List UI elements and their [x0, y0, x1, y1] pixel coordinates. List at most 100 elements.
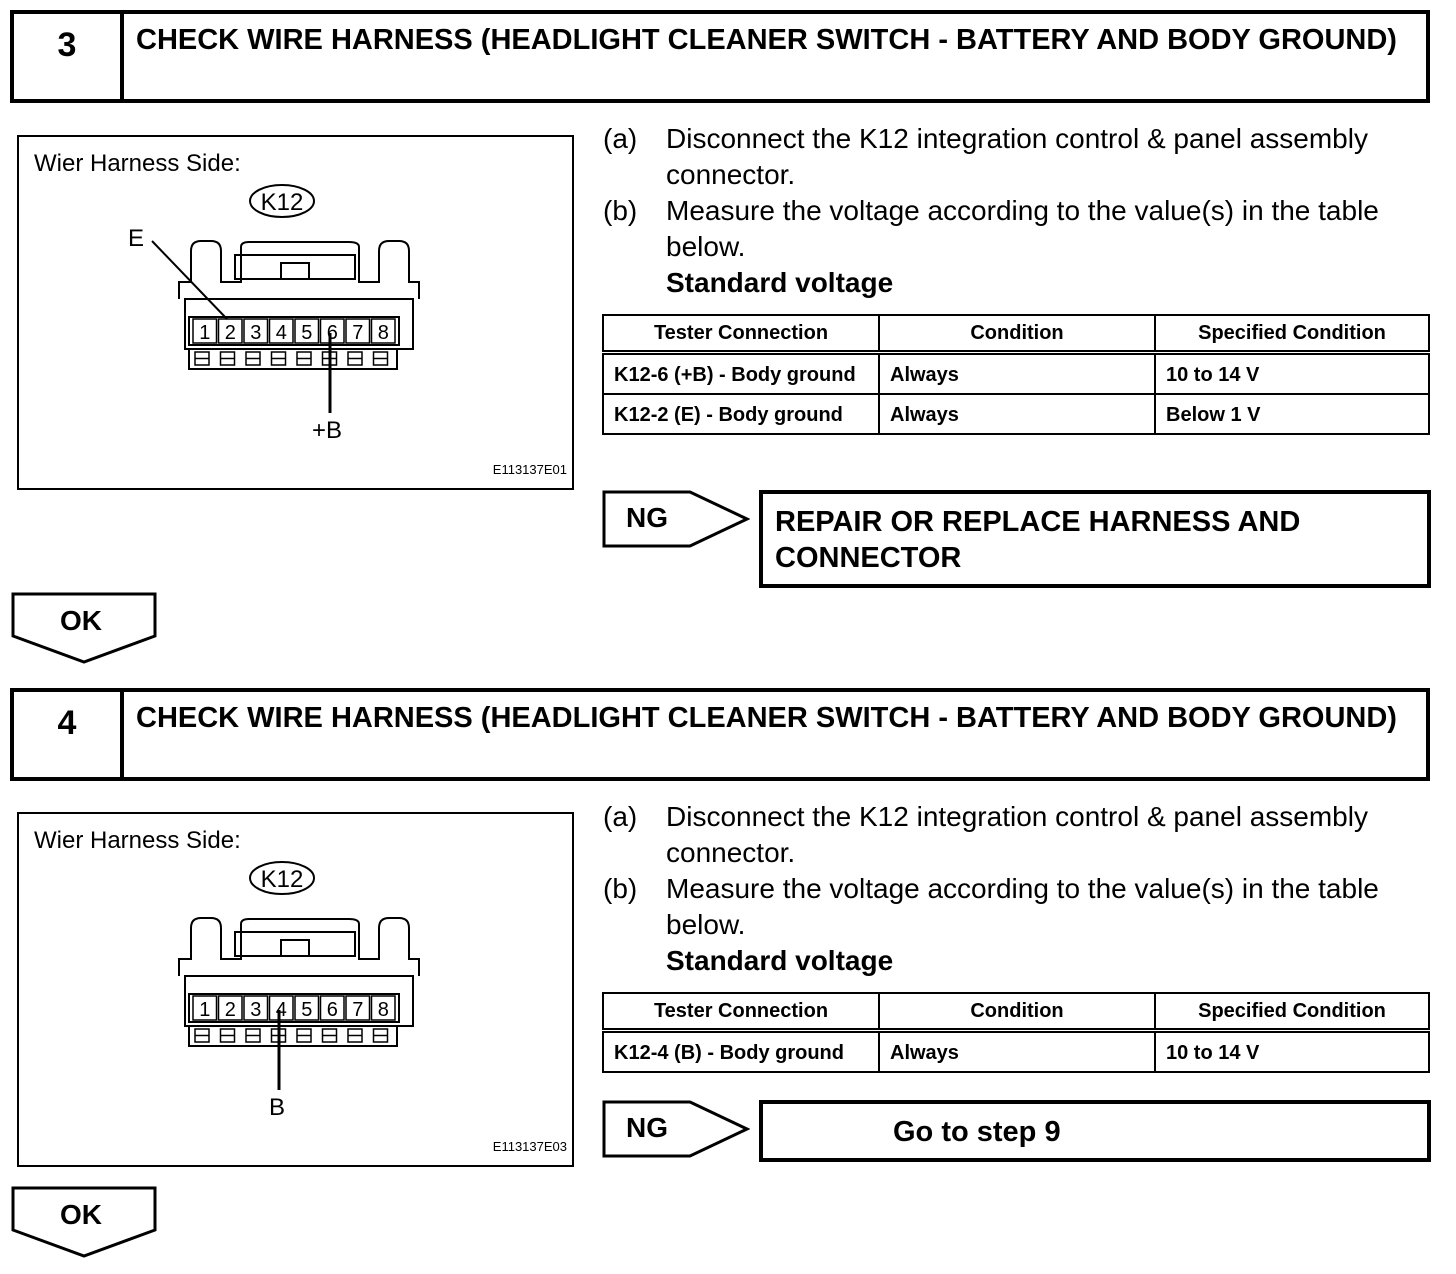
pin-cell	[192, 318, 218, 344]
pin-number: 6	[327, 999, 338, 1021]
table-header: Tester Connection	[602, 314, 880, 355]
pin-cell	[217, 995, 243, 1021]
ng-label: NG	[626, 1112, 668, 1143]
step-title: CHECK WIRE HARNESS (HEADLIGHT CLEANER SW…	[136, 24, 1397, 56]
ok-label: OK	[60, 605, 102, 636]
connector-id-circle	[249, 861, 315, 895]
connector-id-circle	[249, 184, 315, 218]
pin-number: 1	[199, 999, 210, 1021]
table-header: Specified Condition	[1154, 992, 1430, 1033]
side-label: Wier Harness Side:	[34, 827, 241, 854]
pin-number: 8	[378, 322, 389, 344]
connector-id: K12	[261, 189, 304, 216]
pin-cell	[268, 318, 294, 344]
instruction-text: Disconnect the K12 integration control &…	[666, 801, 1368, 868]
callout-plus-b: +B	[312, 417, 342, 444]
table-row: K12-4 (B) - Body ground Always 10 to 14 …	[602, 1029, 1430, 1073]
figure-code: E113137E01	[493, 462, 567, 477]
spec-table: Tester Connection Condition Specified Co…	[602, 992, 1430, 1073]
pin-number: 4	[276, 322, 287, 344]
table-header-row: Tester Connection Condition Specified Co…	[602, 992, 1430, 1033]
step-number: 3	[14, 14, 124, 99]
pin-cell	[370, 995, 396, 1021]
step-title: CHECK WIRE HARNESS (HEADLIGHT CLEANER SW…	[136, 702, 1397, 734]
instruction-item: (a) Disconnect the K12 integration contr…	[603, 799, 1433, 871]
pin-cell	[345, 318, 371, 344]
instruction-item: (a) Disconnect the K12 integration contr…	[603, 121, 1433, 193]
instruction-text: Measure the voltage according to the val…	[666, 873, 1379, 940]
table-cell: K12-6 (+B) - Body ground	[602, 351, 880, 395]
figure-code: E113137E03	[493, 1139, 567, 1154]
pin-cell	[294, 995, 320, 1021]
callout-line-e	[151, 240, 228, 320]
ng-label: NG	[626, 502, 668, 533]
instruction-item: (b) Measure the voltage according to the…	[603, 193, 1433, 265]
pin-number: 5	[301, 999, 312, 1021]
instruction-text: Measure the voltage according to the val…	[666, 195, 1379, 262]
table-cell: K12-4 (B) - Body ground	[602, 1029, 880, 1073]
step-number: 4	[14, 692, 124, 777]
table-cell: Always	[878, 393, 1156, 435]
ng-arrow-icon	[602, 490, 750, 548]
ng-result-box: REPAIR OR REPLACE HARNESS AND CONNECTOR	[759, 490, 1431, 588]
pin-cell	[243, 318, 269, 344]
instruction-label: (b)	[603, 873, 638, 904]
pin-number: 6	[327, 322, 338, 344]
pin-number: 1	[199, 322, 210, 344]
pin-number: 7	[352, 999, 363, 1021]
ok-label: OK	[60, 1199, 102, 1230]
pin-cell	[294, 318, 320, 344]
pin-cell	[192, 995, 218, 1021]
table-header: Tester Connection	[602, 992, 880, 1033]
connector-body	[178, 240, 420, 370]
callout-e: E	[128, 225, 144, 252]
standard-label: Standard voltage	[666, 945, 894, 976]
pin-number: 8	[378, 999, 389, 1021]
callout-b: B	[269, 1094, 285, 1121]
pin-number: 5	[301, 322, 312, 344]
standard-label: Standard voltage	[666, 267, 894, 298]
pin-cell	[319, 995, 345, 1021]
table-header-row: Tester Connection Condition Specified Co…	[602, 314, 1430, 355]
ok-arrow-icon	[11, 1186, 157, 1258]
instruction-item: (b) Measure the voltage according to the…	[603, 871, 1433, 943]
pin-cell	[319, 318, 345, 344]
table-cell: 10 to 14 V	[1154, 1029, 1430, 1073]
pin-cell	[345, 995, 371, 1021]
instruction-label: (b)	[603, 195, 638, 226]
ng-result-box: Go to step 9	[759, 1100, 1431, 1162]
step-3-header: 3 CHECK WIRE HARNESS (HEADLIGHT CLEANER …	[10, 10, 1430, 103]
pin-cell	[268, 995, 294, 1021]
instruction-label: (a)	[603, 123, 638, 154]
spec-table: Tester Connection Condition Specified Co…	[602, 314, 1430, 435]
table-cell: 10 to 14 V	[1154, 351, 1430, 395]
connector-body	[178, 917, 420, 1047]
table-row: K12-2 (E) - Body ground Always Below 1 V	[602, 393, 1430, 435]
table-cell: Always	[878, 1029, 1156, 1073]
instruction-list: (a) Disconnect the K12 integration contr…	[603, 799, 1433, 979]
side-label: Wier Harness Side:	[34, 150, 241, 177]
step-4-header: 4 CHECK WIRE HARNESS (HEADLIGHT CLEANER …	[10, 688, 1430, 781]
ok-arrow-icon	[11, 592, 157, 664]
instruction-label: (a)	[603, 801, 638, 832]
pin-number: 3	[250, 999, 261, 1021]
table-cell: K12-2 (E) - Body ground	[602, 393, 880, 435]
pin-cell	[370, 318, 396, 344]
pin-cell	[217, 318, 243, 344]
instruction-text: Disconnect the K12 integration control &…	[666, 123, 1368, 190]
table-cell: Below 1 V	[1154, 393, 1430, 435]
table-header: Specified Condition	[1154, 314, 1430, 355]
pin-number: 3	[250, 322, 261, 344]
pin-number: 2	[225, 999, 236, 1021]
pin-cell	[243, 995, 269, 1021]
table-header: Condition	[878, 314, 1156, 355]
table-header: Condition	[878, 992, 1156, 1033]
table-row: K12-6 (+B) - Body ground Always 10 to 14…	[602, 351, 1430, 395]
pin-number: 7	[352, 322, 363, 344]
pin-number: 4	[276, 999, 287, 1021]
ng-arrow-icon	[602, 1100, 750, 1158]
table-cell: Always	[878, 351, 1156, 395]
